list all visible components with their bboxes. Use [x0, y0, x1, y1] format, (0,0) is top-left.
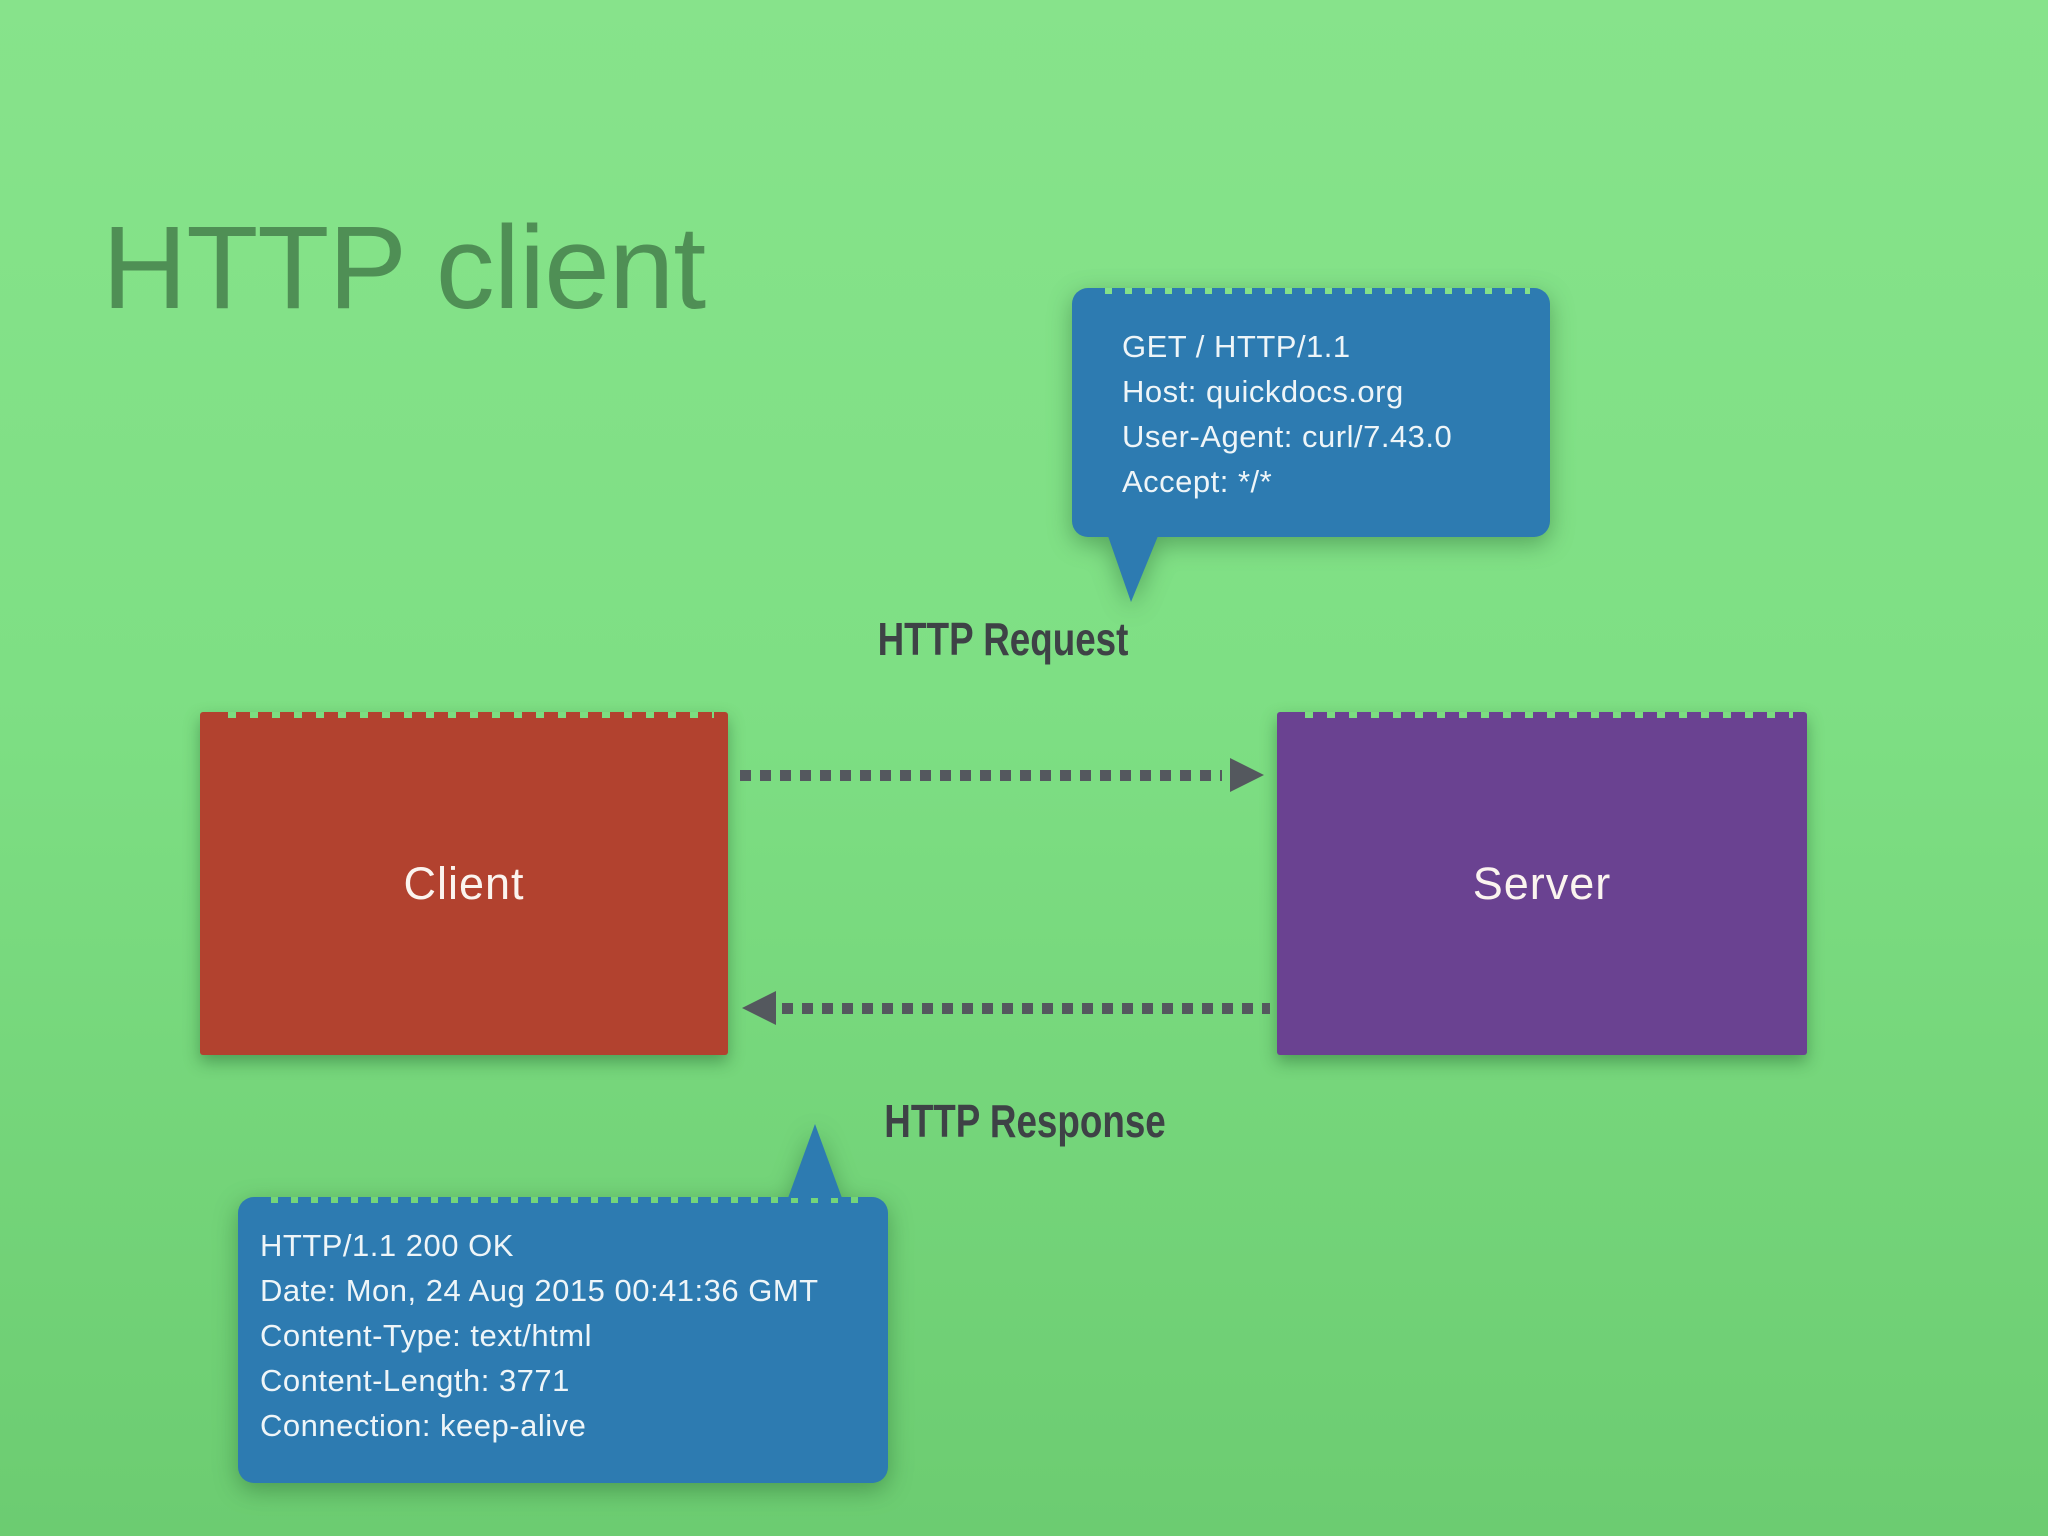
http-response-headers: HTTP/1.1 200 OK Date: Mon, 24 Aug 2015 0… [238, 1197, 888, 1448]
server-box: Server [1277, 712, 1807, 1055]
arrowhead-right-icon [1230, 758, 1264, 792]
response-line: HTTP/1.1 200 OK [260, 1228, 514, 1263]
response-arrow [742, 990, 1270, 1026]
request-line: GET / HTTP/1.1 [1122, 329, 1351, 364]
bubble-tail-down [1108, 536, 1158, 602]
http-request-headers: GET / HTTP/1.1 Host: quickdocs.org User-… [1072, 288, 1550, 504]
dotted-line [740, 770, 1222, 781]
http-request-label: HTTP Request [877, 613, 1129, 665]
request-arrow [740, 757, 1264, 793]
bubble-tail-up [788, 1124, 842, 1198]
request-line: User-Agent: curl/7.43.0 [1122, 419, 1453, 454]
dotted-line [782, 1003, 1270, 1014]
response-line: Content-Length: 3771 [260, 1363, 570, 1398]
http-response-label: HTTP Response [884, 1095, 1166, 1147]
arrowhead-left-icon [742, 991, 776, 1025]
server-box-label: Server [1472, 857, 1612, 909]
response-line: Date: Mon, 24 Aug 2015 00:41:36 GMT [260, 1273, 819, 1308]
slide-title: HTTP client [102, 202, 706, 334]
response-line: Connection: keep-alive [260, 1408, 587, 1443]
client-box: Client [200, 712, 728, 1055]
http-request-bubble: GET / HTTP/1.1 Host: quickdocs.org User-… [1072, 288, 1550, 602]
client-box-label: Client [403, 857, 525, 909]
response-line: Content-Type: text/html [260, 1318, 592, 1353]
http-response-bubble: HTTP/1.1 200 OK Date: Mon, 24 Aug 2015 0… [238, 1124, 888, 1483]
request-line: Host: quickdocs.org [1122, 374, 1404, 409]
request-line: Accept: */* [1122, 464, 1273, 499]
